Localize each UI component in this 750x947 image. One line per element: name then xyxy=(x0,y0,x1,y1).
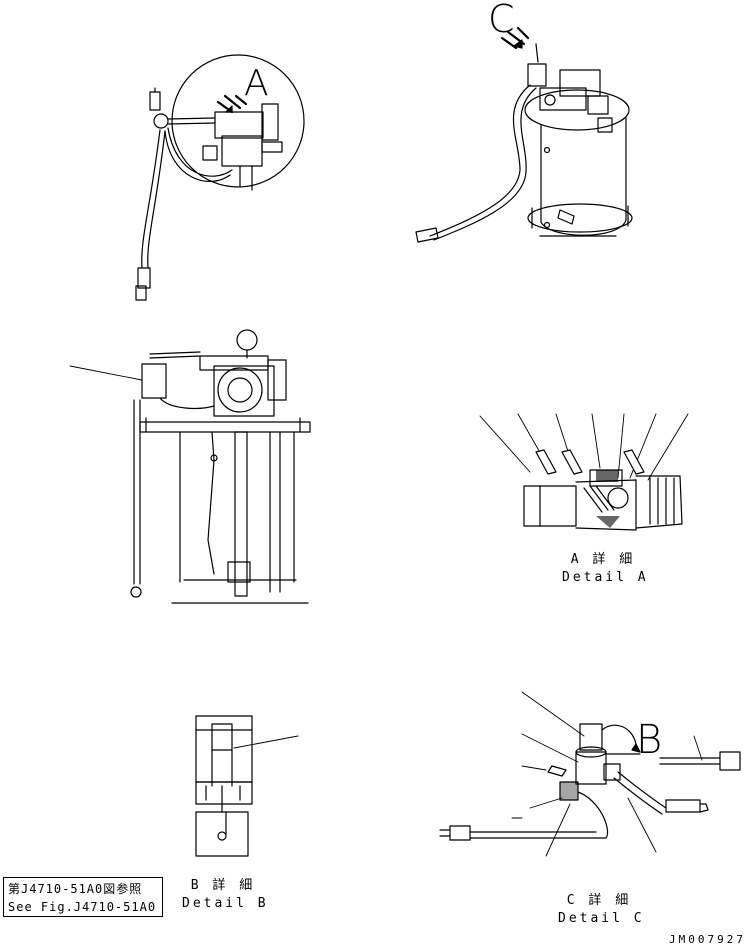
reference-note-jp: 第J4710-51A0図参照 xyxy=(8,882,143,896)
view-detail-a xyxy=(480,414,688,530)
view-top-cover xyxy=(136,55,304,300)
detail-a-caption-en: Detail A xyxy=(562,570,649,585)
detail-c-caption-jp: C 詳 細 xyxy=(566,893,632,908)
callout-a: A xyxy=(244,63,269,104)
detail-b-caption-en: Detail B xyxy=(182,896,269,911)
callout-b: B xyxy=(636,717,663,763)
detail-b-caption-jp: B 詳 細 xyxy=(190,878,256,893)
reference-note-box: 第J4710-51A0図参照 See Fig.J4710-51A0 xyxy=(3,877,163,917)
view-detail-b xyxy=(196,716,298,856)
reference-note-en: See Fig.J4710-51A0 xyxy=(8,900,157,914)
drawing-number: JM007927 xyxy=(669,933,746,946)
view-tank xyxy=(416,28,632,242)
callout-c: C xyxy=(488,0,515,41)
detail-a-caption-jp: A 詳 細 xyxy=(570,552,636,567)
detail-c-caption-en: Detail C xyxy=(558,911,645,926)
view-detail-c xyxy=(440,692,740,856)
view-side-elevation xyxy=(70,330,310,603)
